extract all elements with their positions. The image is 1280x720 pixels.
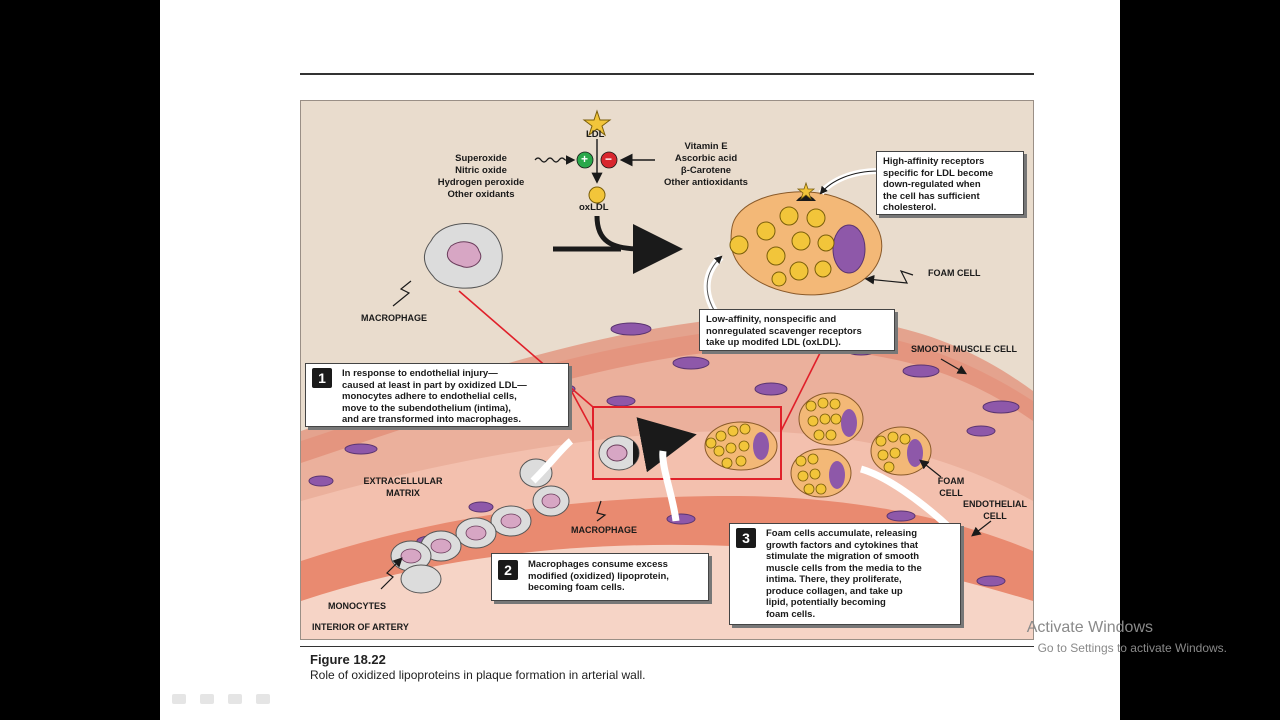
antioxidant-item: β-Carotene xyxy=(680,165,732,176)
callout-line: cholesterol. xyxy=(883,202,937,213)
minus-circle xyxy=(600,151,618,169)
antioxidant-item: Ascorbic acid xyxy=(674,153,738,164)
foam-cell-right-line: CELL xyxy=(939,488,963,498)
foam-cell-right-line: FOAM xyxy=(937,476,965,486)
antioxidant-item: Other antioxidants xyxy=(664,177,748,188)
step-line: intima. There, they proliferate, xyxy=(766,574,902,585)
extracellular-matrix-line: MATRIX xyxy=(386,488,420,498)
step-line: foam cells. xyxy=(766,608,816,620)
plus-sign: + xyxy=(581,152,589,166)
menu-icon[interactable] xyxy=(228,694,242,704)
oxidant-item: Nitric oxide xyxy=(455,165,507,176)
foam-cell-top-label: FOAM CELL xyxy=(928,268,981,278)
callout-line: High-affinity receptors xyxy=(883,156,985,167)
next-slide-icon[interactable] xyxy=(256,694,270,704)
plus-circle xyxy=(576,151,594,169)
oxidant-item: Other oxidants xyxy=(447,189,515,200)
step-line: lipid, potentially becoming xyxy=(766,597,886,608)
highlight-box xyxy=(592,406,782,480)
slide: LDL oxLDL + − Superoxide Nitric oxide Hy… xyxy=(160,0,1120,720)
activate-windows-subtitle: Go to Settings to activate Windows. xyxy=(1037,641,1227,655)
interior-of-artery-label: INTERIOR OF ARTERY xyxy=(312,622,409,632)
highlight-leader-2 xyxy=(565,380,594,432)
step-line: and are transformed into macrophages. xyxy=(342,414,521,425)
step-line: produce collagen, and take up xyxy=(766,585,903,597)
foam-cell-top xyxy=(729,191,883,296)
figure-caption: Role of oxidized lipoproteins in plaque … xyxy=(310,668,646,682)
pen-icon[interactable] xyxy=(200,694,214,704)
step-line: modified (oxidized) lipoprotein, xyxy=(528,570,669,582)
callout-line: specific for LDL become xyxy=(883,167,994,179)
endothelial-cell-label: ENDOTHELIAL CELL xyxy=(955,498,1033,522)
endothelial-cell-line: ENDOTHELIAL xyxy=(963,499,1027,509)
bottom-rule xyxy=(300,646,1034,647)
oxidant-item: Superoxide xyxy=(455,153,507,164)
macrophage-top-cell xyxy=(424,223,503,289)
step1-text: In response to endothelial injury— cause… xyxy=(342,368,527,426)
previous-slide-icon[interactable] xyxy=(172,694,186,704)
step-line: growth factors and cytokines that xyxy=(766,539,919,551)
foam-cell-right-label: FOAM CELL xyxy=(929,475,973,499)
oxidants-list: Superoxide Nitric oxide Hydrogen peroxid… xyxy=(431,153,531,201)
macrophage-in-box xyxy=(598,435,640,471)
step-line: stimulate the migration of smooth xyxy=(766,551,920,562)
antioxidants-list: Vitamin E Ascorbic acid β-Carotene Other… xyxy=(651,141,761,189)
step-line: move to the subendothelium (intima), xyxy=(342,402,511,414)
step3-callout: 3 Foam cells accumulate, releasing growt… xyxy=(729,523,961,625)
step1-callout: 1 In response to endothelial injury— cau… xyxy=(305,363,569,427)
callout-line: take up modifed LDL (oxLDL). xyxy=(706,337,841,348)
ldl-label: LDL xyxy=(586,129,605,140)
monocytes-label: MONOCYTES xyxy=(328,601,387,611)
step-line: becoming foam cells. xyxy=(528,582,625,593)
step-line: Foam cells accumulate, releasing xyxy=(766,528,918,539)
oxidant-squiggle xyxy=(534,157,566,163)
figure-diagram: LDL oxLDL + − Superoxide Nitric oxide Hy… xyxy=(300,100,1034,640)
step1-badge: 1 xyxy=(312,368,332,388)
macrophage-bottom-label: MACROPHAGE xyxy=(571,525,638,535)
step-line: caused at least in part by oxidized LDL— xyxy=(342,379,527,391)
antioxidant-item: Vitamin E xyxy=(684,141,728,152)
oxldl-label: oxLDL xyxy=(579,202,609,213)
callout-line: down-regulated when xyxy=(883,179,981,190)
extracellular-matrix-line: EXTRACELLULAR xyxy=(363,476,443,486)
ldl-star xyxy=(582,109,612,137)
callout-line: Low-affinity, nonspecific and xyxy=(706,314,837,325)
macrophage-top-label: MACROPHAGE xyxy=(361,313,428,323)
highlight-leader-1 xyxy=(458,290,594,408)
activate-windows-title: Activate Windows xyxy=(1026,619,1153,636)
oxidant-item: Hydrogen peroxide xyxy=(437,177,525,188)
oxldl-circle xyxy=(588,186,606,204)
step-line: monocytes adhere to endothelial cells, xyxy=(342,391,517,402)
low-affinity-callout: Low-affinity, nonspecific and nonregulat… xyxy=(699,309,895,351)
endothelial-cell-line: CELL xyxy=(983,511,1007,521)
callout-line: nonregulated scavenger receptors xyxy=(706,325,862,337)
step2-callout: 2 Macrophages consume excess modified (o… xyxy=(491,553,709,601)
highlight-leader-3 xyxy=(780,350,822,432)
foam-cells-right xyxy=(790,392,932,498)
big-arrow xyxy=(594,215,683,274)
step2-badge: 2 xyxy=(498,560,518,580)
step3-text: Foam cells accumulate, releasing growth … xyxy=(766,528,922,620)
minus-sign: − xyxy=(605,152,613,166)
smooth-muscle-cell-label: SMOOTH MUSCLE CELL xyxy=(911,344,1017,354)
step2-text: Macrophages consume excess modified (oxi… xyxy=(528,559,669,594)
slideshow-controls[interactable] xyxy=(172,694,270,704)
callout-line: the cell has sufficient xyxy=(883,190,980,202)
top-rule xyxy=(300,73,1034,75)
foam-cell-in-box xyxy=(704,421,778,471)
high-affinity-callout: High-affinity receptors specific for LDL… xyxy=(876,151,1024,215)
step-line: muscle cells from the media to the xyxy=(766,562,922,574)
step-line: Macrophages consume excess xyxy=(528,559,668,570)
step-line: In response to endothelial injury— xyxy=(342,368,498,379)
extracellular-matrix-label: EXTRACELLULAR MATRIX xyxy=(353,475,453,499)
figure-number: Figure 18.22 xyxy=(310,652,386,667)
step3-badge: 3 xyxy=(736,528,756,548)
